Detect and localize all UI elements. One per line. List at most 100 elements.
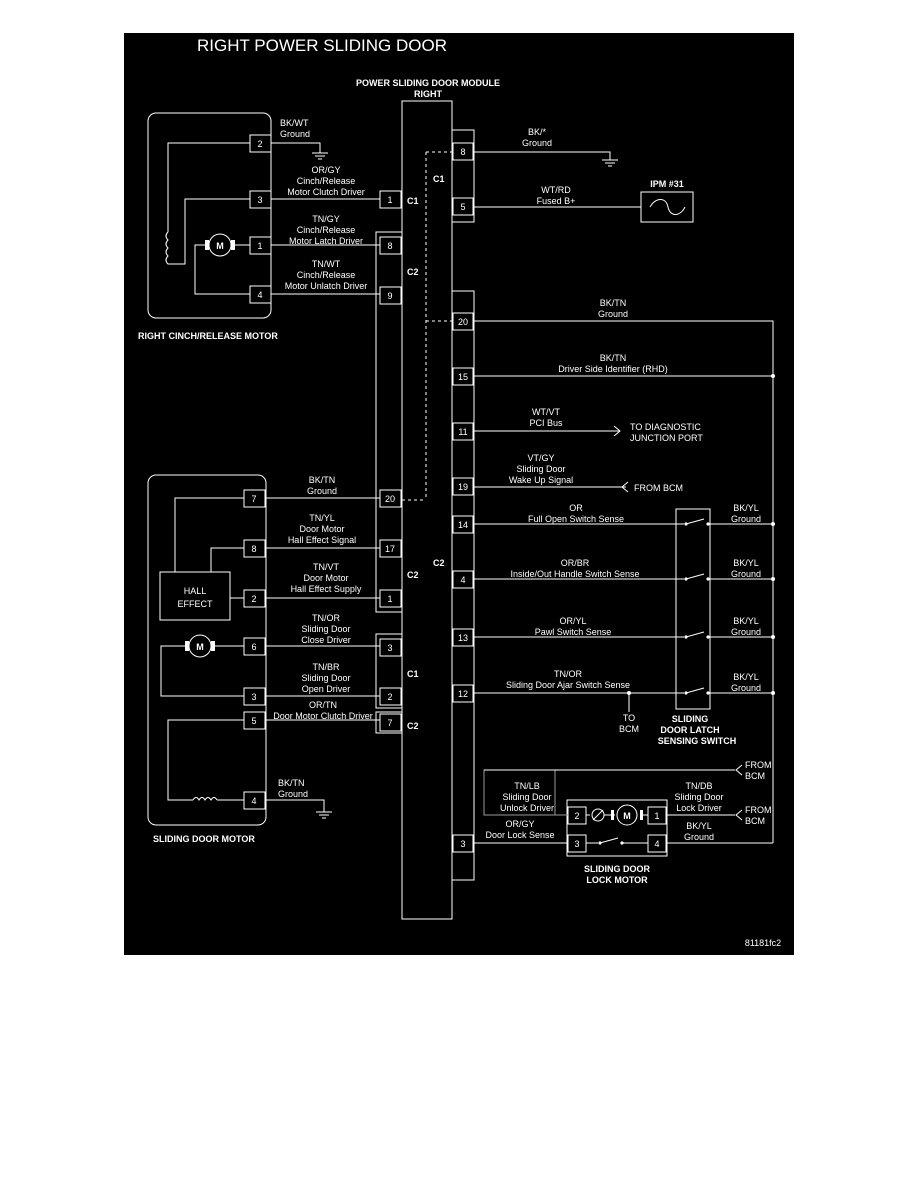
hall-effect-sensor [159,571,231,621]
p8-color: BK/* [528,127,547,137]
switch-icon [599,837,619,844]
module-pin-c2-1 [379,589,402,608]
right-pin-15-num: 15 [458,372,468,382]
cinch-w2-color: BK/WT [280,118,309,128]
sw4-gnd-label: Ground [731,569,761,579]
lock-l1: Sliding Door [674,792,723,802]
lock-motor-brush-right [640,810,643,820]
lock-motor-m: M [623,811,631,821]
right-pin-8 [452,142,474,161]
lock-pin-4-num: 4 [654,839,659,849]
sw13-gnd-label: Ground [731,627,761,637]
p11-color: WT/VT [532,407,560,417]
cinch-w4-l2: Motor Unlatch Driver [285,281,368,291]
unlock-l1: Sliding Door [502,792,551,802]
lock-l2: Lock Driver [676,803,722,813]
fuse-icon [649,199,686,215]
power-sliding-door-module: POWER SLIDING DOOR MODULE RIGHT C1 C1 C2… [356,78,500,920]
module-pin-c1-3-num: 3 [387,643,392,653]
p19-color: VT/GY [527,453,554,463]
door-motor-wire-open [160,645,244,697]
right-pin-19-num: 19 [458,482,468,492]
p13-color: OR/YL [559,616,586,626]
p19-l2: Wake Up Signal [509,475,573,485]
label-c2-cinch: C2 [407,267,419,277]
lock-pin-2-num: 2 [574,811,579,821]
right-pin-3-num: 3 [460,839,465,849]
p20-l1: Ground [598,309,628,319]
latch-switch-label3: SENSING SWITCH [658,736,737,746]
sw4-gnd-color: BK/YL [733,558,759,568]
p4-l1: Inside/Out Handle Switch Sense [510,569,639,579]
right-pin-11-num: 11 [458,427,467,437]
p12-to1: TO [623,713,635,723]
figure-id: 81181fc2 [745,938,781,948]
p5-l1: Fused B+ [537,196,576,206]
switch-icon [685,631,705,638]
unlock-color: TN/LB [514,781,540,791]
arrow-left-icon [621,481,629,493]
door-w3-l1: Sliding Door [301,673,350,683]
p4-color: OR/BR [561,558,590,568]
p5-color: WT/RD [541,185,571,195]
lock-pin-1-num: 1 [654,811,659,821]
ground-icon [316,811,332,819]
module-pin-c1-1-num: 1 [387,195,392,205]
lock-pin-3-num: 3 [574,839,579,849]
cinch-w4-color: TN/WT [312,259,341,269]
from-bcm-b2: BCM [745,816,765,826]
cinch-w3-color: OR/GY [311,165,340,175]
splice-dot [771,635,775,639]
module-pin-c1-3 [379,638,402,657]
right-pin-5 [452,197,474,216]
latch-switch-label1: SLIDING [672,714,709,724]
p19-l1: Sliding Door [516,464,565,474]
cinch-w1-color: TN/GY [312,214,340,224]
right-pin-12 [452,684,474,703]
arrow-left-icon [735,764,743,776]
splice-dot [771,374,775,378]
hall-wire-ground [174,497,244,572]
right-pin-20 [452,312,474,331]
right-pin-8-num: 8 [460,147,465,157]
module-pin-c2-17 [379,539,402,558]
door-motor-brush-left [185,641,189,651]
p3-color: OR/GY [505,819,534,829]
module-pin-c2-7 [379,713,402,732]
cinch-pin-1-num: 1 [257,241,262,251]
sliding-door-motor: SLIDING DOOR MOTOR 7 8 2 6 3 5 4 HALL EF… [147,474,402,844]
door-w5-color: OR/TN [309,700,337,710]
module-pin-c1-2 [379,687,402,706]
door-pin-7-num: 7 [251,494,256,504]
right-pin-15 [452,367,474,386]
lock-gnd-color: BK/YL [686,821,712,831]
cinch-internal-wire-3 [184,198,250,232]
lock-motor-brush-left [611,810,614,820]
p11-l1: PCI Bus [529,418,563,428]
module-pin-c2-8-num: 8 [387,241,392,251]
module-pin-c2-7-num: 7 [387,718,392,728]
door-pin-2-num: 2 [251,594,256,604]
lock-motor-label1: SLIDING DOOR [584,864,651,874]
sw14-gnd-label: Ground [731,514,761,524]
from-bcm-b1: FROM [745,805,772,815]
door-w7-color: BK/TN [309,475,336,485]
module-pin-c2-8 [379,236,402,255]
cinch-w4-l1: Cinch/Release [297,270,356,280]
p15-l1: Driver Side Identifier (RHD) [558,364,668,374]
label-c2-door-clutch: C2 [407,721,419,731]
ipm-label: IPM #31 [650,179,684,189]
door-pin-8-num: 8 [251,544,256,554]
module-left-c2-connector [375,231,402,613]
cinch-w3-l1: Cinch/Release [297,176,356,186]
module-pin-c2-20-num: 20 [385,494,395,504]
latch-switch-housing [675,508,711,710]
wire-pin20-ground-bus [474,320,774,843]
module-pin-c2-1-num: 1 [387,594,392,604]
door-w5-l1: Door Motor Clutch Driver [273,711,373,721]
right-pin-13-num: 13 [458,633,468,643]
thermal-protector-slash [592,809,604,821]
door-w2-l2: Hall Effect Supply [291,584,362,594]
p12-color: TN/OR [554,669,582,679]
door-motor-housing [147,474,267,826]
